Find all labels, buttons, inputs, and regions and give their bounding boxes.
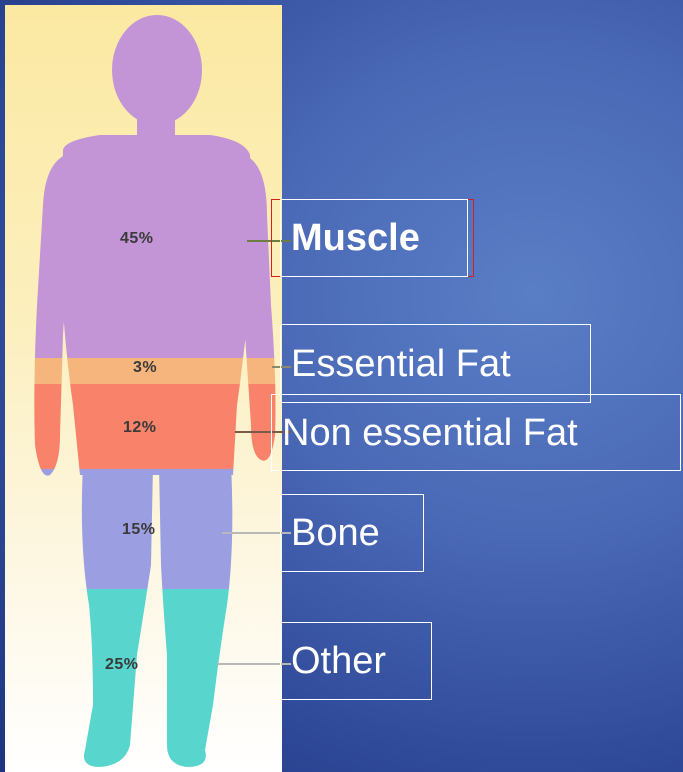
percent-essential-fat: 3% (133, 359, 157, 377)
segment-other (5, 589, 282, 772)
human-body-figure (5, 5, 282, 772)
label-essential-fat: Essential Fat (280, 324, 591, 403)
label-bone: Bone (280, 494, 424, 572)
label-other: Other (280, 622, 432, 700)
percent-muscle: 45% (120, 230, 154, 248)
segment-muscle (5, 5, 282, 358)
label-non-essential-fat: Non essential Fat (271, 394, 681, 471)
label-muscle: Muscle (280, 199, 468, 277)
percent-non-essential-fat: 12% (123, 419, 157, 437)
body-figure-panel (5, 5, 282, 772)
percent-other: 25% (105, 656, 139, 674)
percent-bone: 15% (122, 521, 156, 539)
